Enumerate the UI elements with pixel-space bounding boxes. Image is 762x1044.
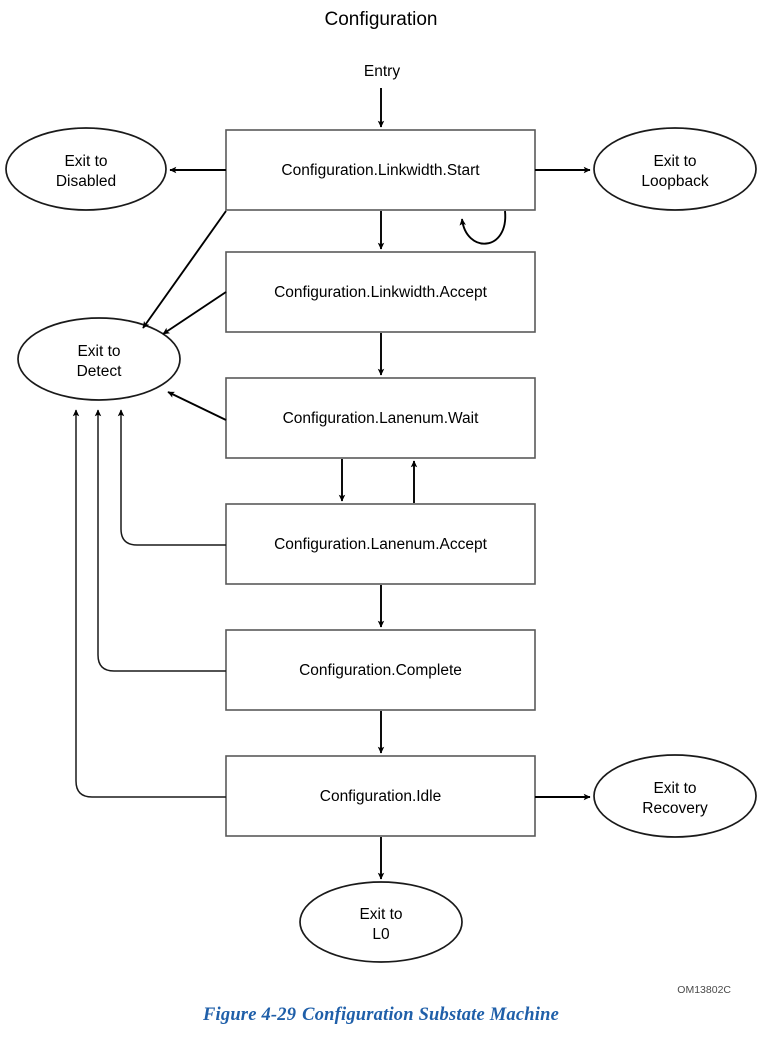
edge-idle-to-exit-detect [72,409,226,798]
state-linkwidth-start[interactable]: Configuration.Linkwidth.Start [225,129,536,211]
state-label: Configuration.Lanenum.Accept [274,536,488,553]
exit-ellipse-shape [5,127,167,211]
exit-label-line2: Loopback [641,173,708,190]
state-label: Configuration.Lanenum.Wait [283,410,480,427]
state-box-rect [225,755,536,837]
state-lanenum-wait[interactable]: Configuration.Lanenum.Wait [225,377,536,459]
state-box-rect [225,503,536,585]
state-box-rect [225,251,536,333]
edge-linkwidth-start-to-exit-detect [142,210,227,329]
figure-code-label: OM13802C [677,984,731,996]
state-label: Configuration.Complete [299,662,462,679]
exit-node-recovery[interactable]: Exit to Recovery [593,754,757,838]
exit-label-line2: Disabled [56,173,116,190]
edge-linkwidth-start-self-loop [459,210,506,245]
exit-label-line2: L0 [372,926,390,943]
state-box-rect [225,129,536,211]
state-box-rect [225,377,536,459]
exit-label-line1: Exit to [77,343,120,360]
entry-label: Entry [364,63,400,80]
figure-caption-text: Configuration Substate Machine [302,1005,559,1025]
exit-label-line2: Detect [77,363,122,380]
edge-lanenum-wait-to-exit-detect [167,391,227,421]
exit-ellipse-shape [593,127,757,211]
exit-node-loopback[interactable]: Exit to Loopback [593,127,757,211]
state-idle[interactable]: Configuration.Idle [225,755,536,837]
state-label: Configuration.Idle [320,788,442,805]
exit-node-disabled[interactable]: Exit to Disabled [5,127,167,211]
edge-complete-to-exit-detect [94,409,226,672]
exit-ellipse-shape [17,317,181,401]
exit-label-line2: Recovery [642,800,708,817]
exit-label-line1: Exit to [653,780,696,797]
edge-linkwidth-accept-to-exit-detect [162,291,227,335]
state-linkwidth-accept[interactable]: Configuration.Linkwidth.Accept [225,251,536,333]
exit-node-l0[interactable]: Exit to L0 [299,881,463,963]
diagram-title: Configuration [324,9,437,30]
state-label: Configuration.Linkwidth.Start [281,162,480,179]
edge-lanenum-accept-to-exit-detect [117,409,226,546]
exit-label-line1: Exit to [359,906,402,923]
state-lanenum-accept[interactable]: Configuration.Lanenum.Accept [225,503,536,585]
exit-ellipse-shape [593,754,757,838]
state-label: Configuration.Linkwidth.Accept [274,284,488,301]
figure-caption-number: Figure 4-29 [202,1005,297,1025]
state-box-rect [225,629,536,711]
state-complete[interactable]: Configuration.Complete [225,629,536,711]
exit-label-line1: Exit to [653,153,696,170]
exit-label-line1: Exit to [64,153,107,170]
exit-ellipse-shape [299,881,463,963]
exit-node-detect[interactable]: Exit to Detect [17,317,181,401]
